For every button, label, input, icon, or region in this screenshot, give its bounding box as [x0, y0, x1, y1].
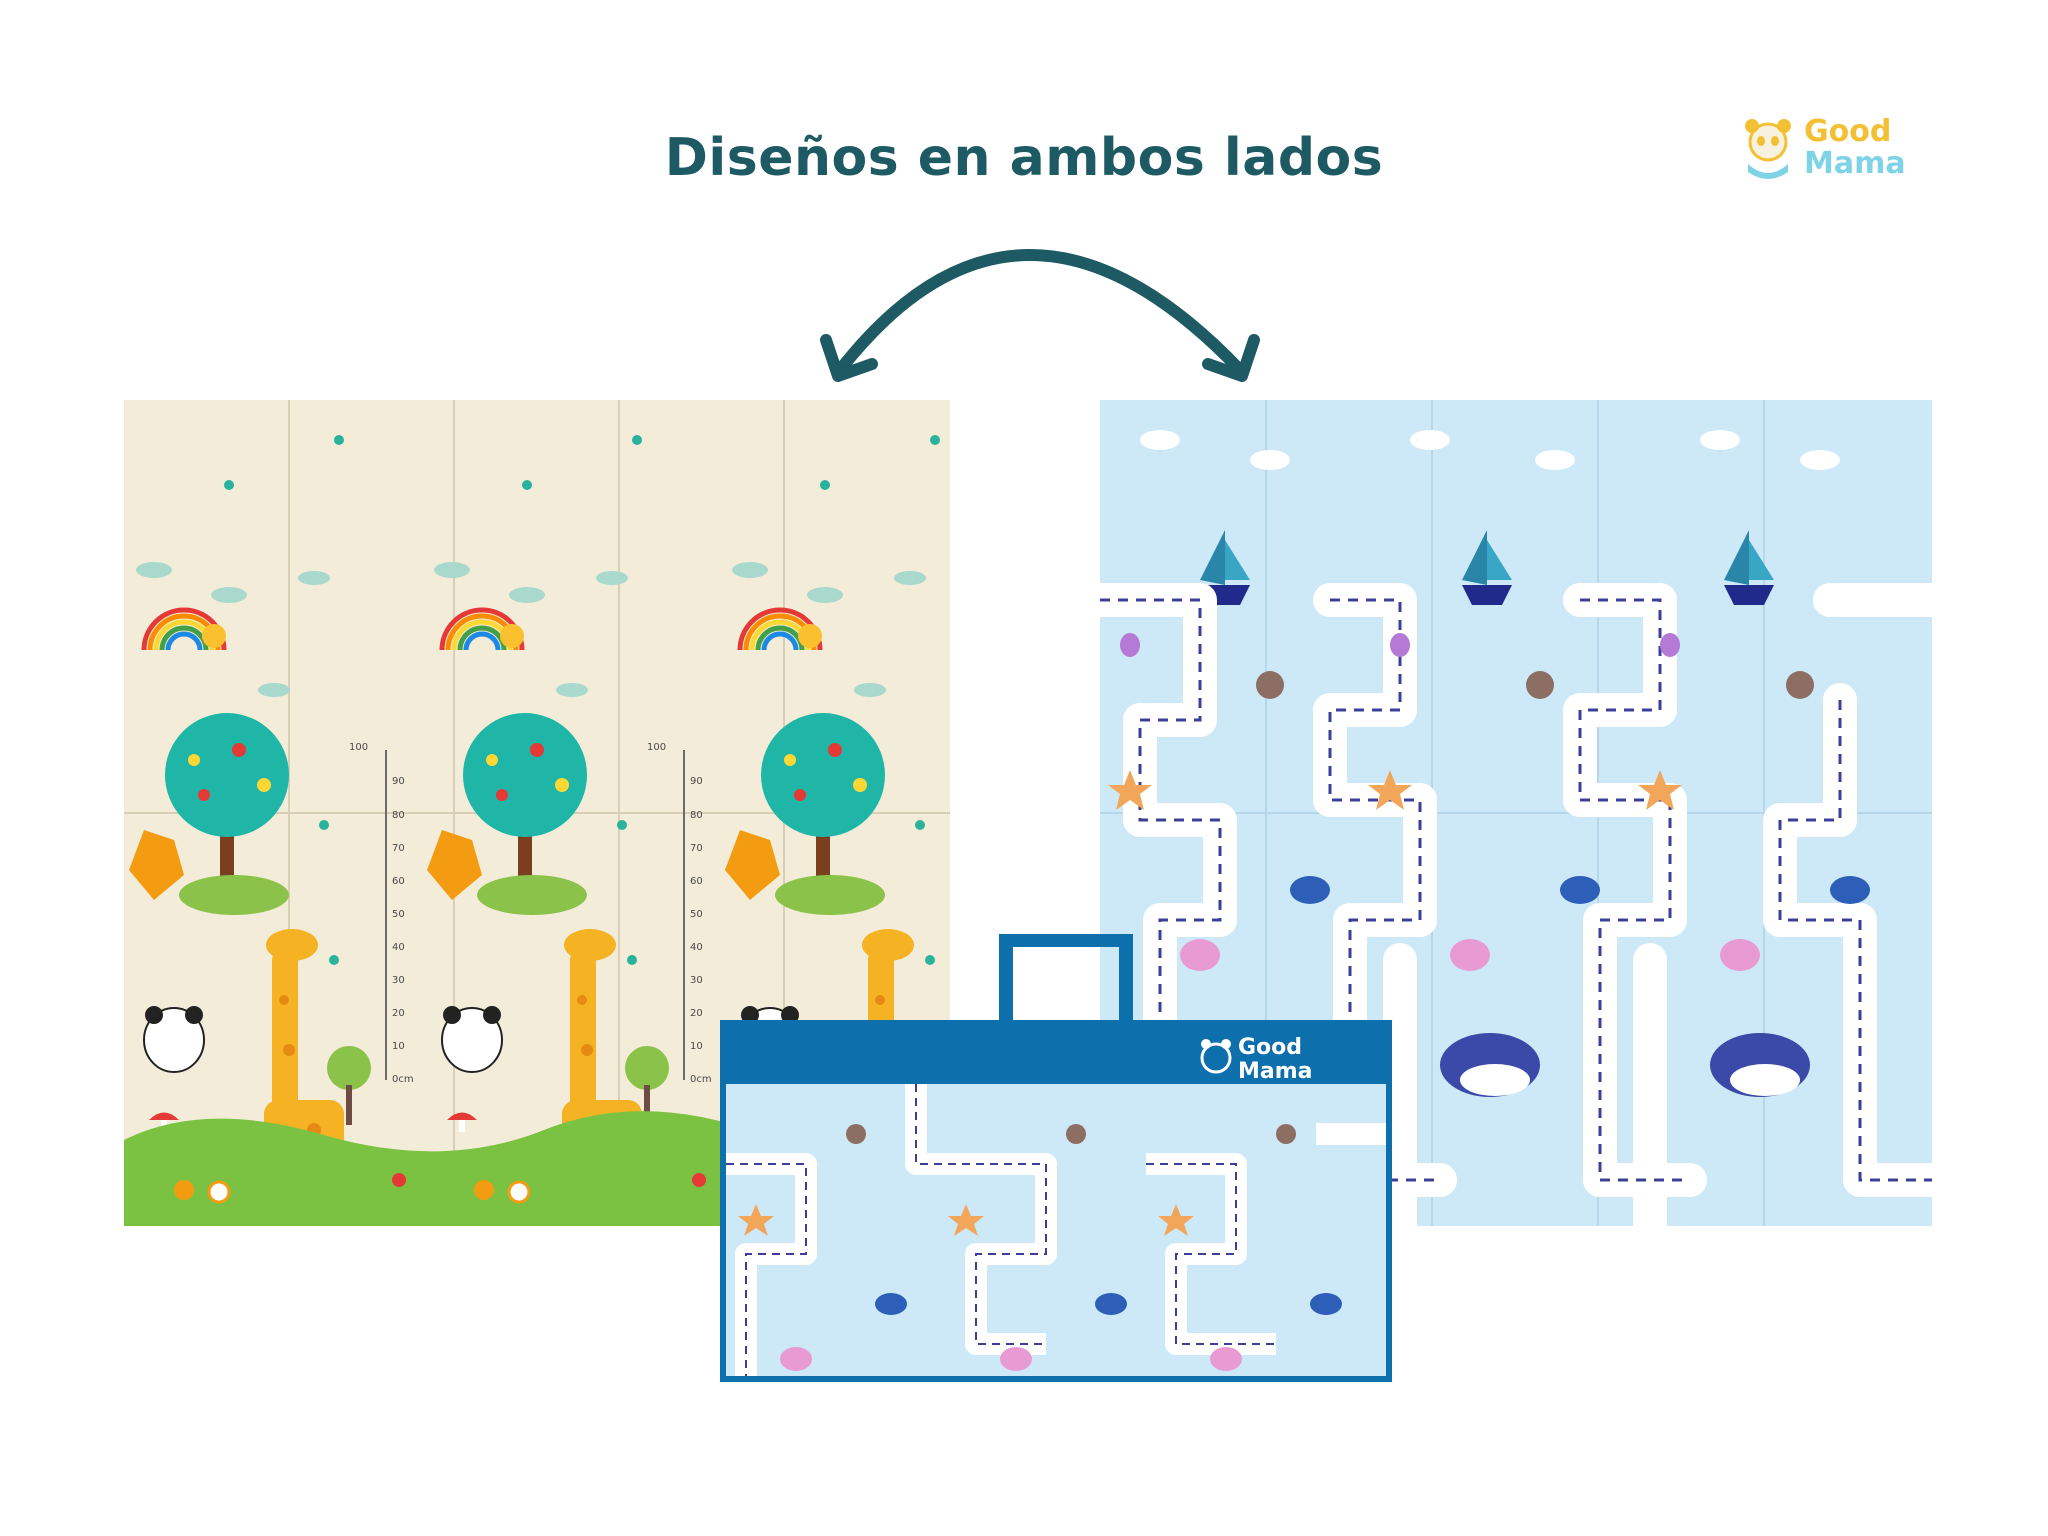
bag-brand-mama: Mama [1238, 1059, 1313, 1084]
panda-icon [1745, 119, 1791, 179]
ruler-label: 20 [392, 1008, 405, 1019]
logo-word-mama: Mama [1804, 146, 1906, 181]
page-title: Diseños en ambos lados [664, 128, 1384, 188]
logo-word-good: Good [1804, 114, 1892, 149]
height-ruler: 100 90 80 70 60 50 40 30 20 10 0cm 100 9… [349, 742, 712, 1085]
ruler-label: 40 [392, 942, 405, 953]
ruler-label: 30 [392, 975, 405, 986]
ruler-label: 10 [690, 1041, 703, 1052]
ruler-label: 90 [690, 776, 703, 787]
ruler-label: 50 [690, 909, 703, 920]
ruler-label: 20 [690, 1008, 703, 1019]
ruler-label: 0cm [392, 1074, 414, 1085]
storage-bag: Good Mama [716, 933, 1396, 1386]
ruler-label: 30 [690, 975, 703, 986]
ruler-label: 60 [392, 876, 405, 887]
ruler-label: 70 [690, 843, 703, 854]
ruler-label: 100 [349, 742, 368, 753]
ruler-label: 80 [392, 810, 405, 821]
ruler-label: 60 [690, 876, 703, 887]
ruler-label: 50 [392, 909, 405, 920]
ruler-label: 90 [392, 776, 405, 787]
ruler-label: 70 [392, 843, 405, 854]
bag-logo: Good Mama [1200, 1035, 1313, 1084]
panda-icon [1200, 1042, 1232, 1074]
ruler-label: 0cm [690, 1074, 712, 1085]
ruler-label: 80 [690, 810, 703, 821]
bag-brand-good: Good [1238, 1035, 1302, 1060]
ruler-label: 10 [392, 1041, 405, 1052]
double-arrow-icon [820, 249, 1260, 382]
brand-logo: Good Mama [1738, 112, 1918, 192]
ruler-label: 100 [647, 742, 666, 753]
ruler-label: 40 [690, 942, 703, 953]
